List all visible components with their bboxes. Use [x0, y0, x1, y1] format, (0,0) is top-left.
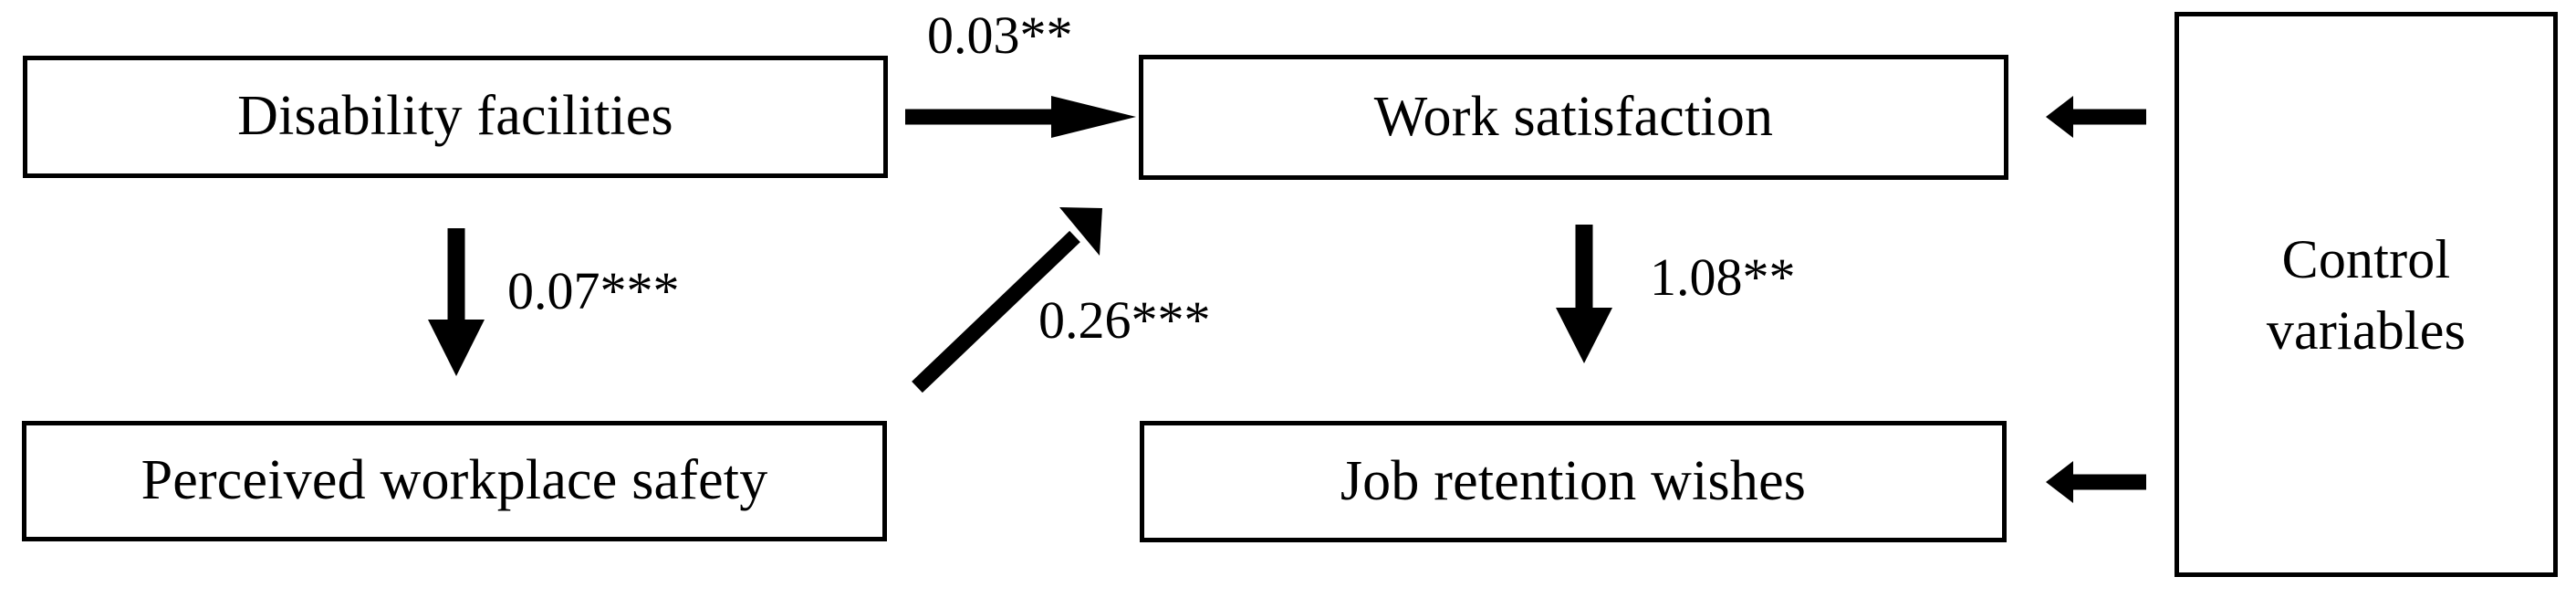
edge-label-df-to-ws: 0.03**	[927, 5, 1073, 65]
node-perceived-workplace-safety[interactable]: Perceived workplace safety	[22, 421, 887, 541]
node-job-retention-wishes[interactable]: Job retention wishes	[1140, 421, 2007, 542]
edge-cv-to-ws	[2046, 96, 2146, 138]
edge-ws-to-jrw	[1556, 225, 1612, 363]
edge-cv-to-jrw	[2046, 461, 2146, 503]
edge-label-pws-to-ws: 0.26***	[1038, 290, 1211, 350]
node-control-variables-label: Control variables	[2266, 228, 2466, 361]
edge-df-to-ws	[905, 96, 1136, 138]
node-job-retention-wishes-label: Job retention wishes	[1340, 449, 1807, 512]
edge-df-to-pws	[428, 228, 485, 376]
edge-label-df-to-pws: 0.07***	[507, 261, 680, 320]
node-disability-facilities-label: Disability facilities	[237, 85, 673, 148]
node-work-satisfaction-label: Work satisfaction	[1373, 85, 1774, 148]
node-perceived-workplace-safety-label: Perceived workplace safety	[141, 449, 768, 512]
node-disability-facilities[interactable]: Disability facilities	[23, 56, 888, 178]
edge-label-ws-to-jrw: 1.08**	[1650, 247, 1796, 307]
node-control-variables[interactable]: Control variables	[2174, 12, 2558, 577]
node-work-satisfaction[interactable]: Work satisfaction	[1139, 55, 2008, 180]
